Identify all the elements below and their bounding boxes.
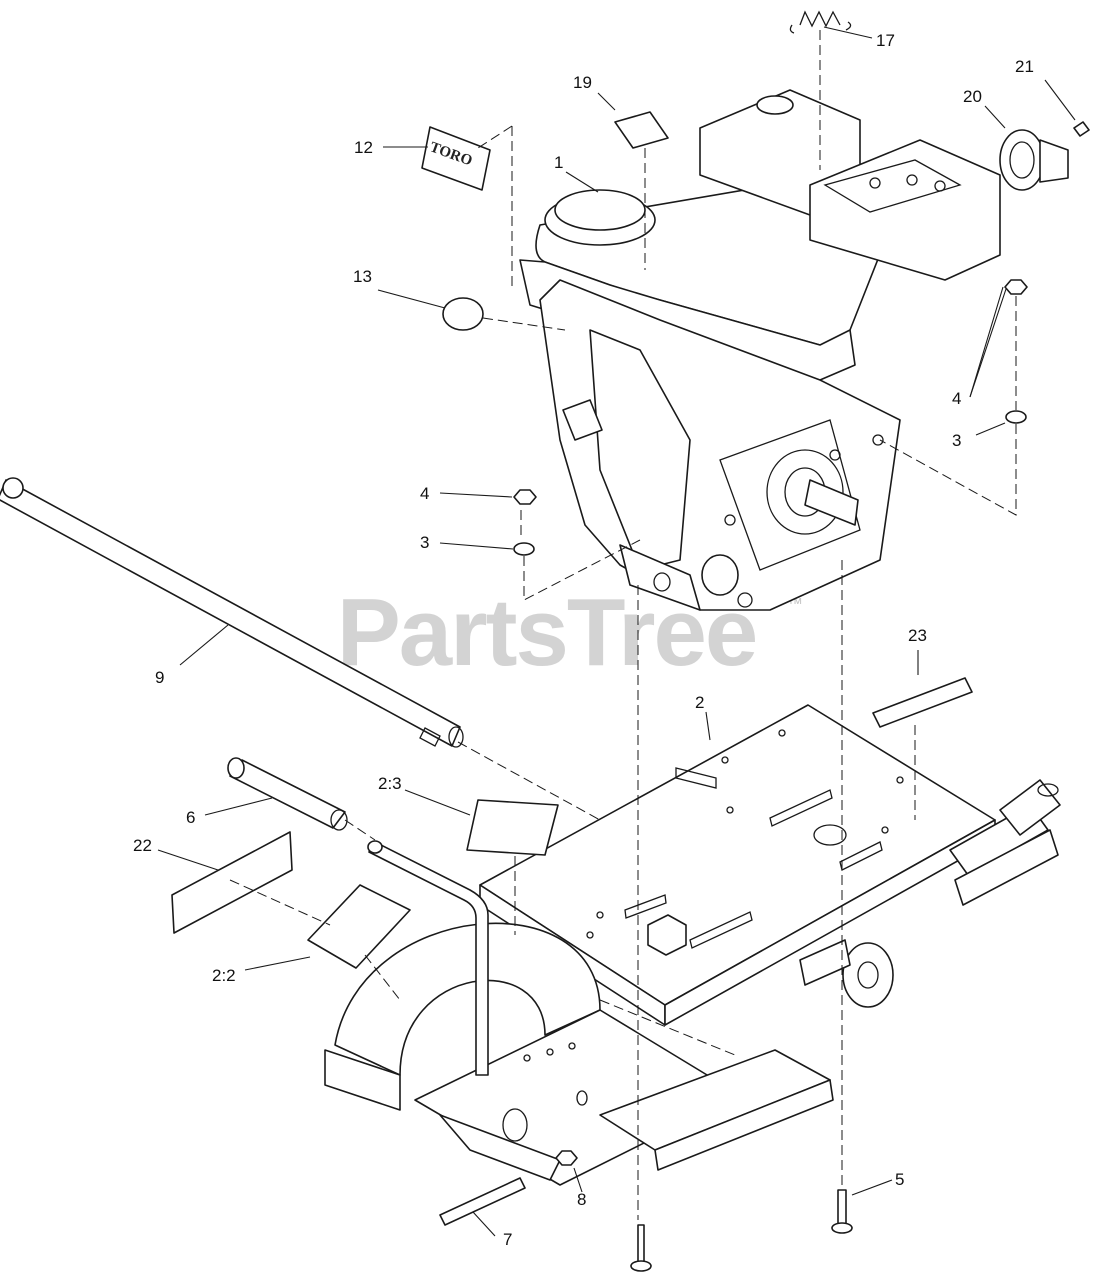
callout-19: 19 <box>573 73 592 92</box>
nut-part-4-right[interactable] <box>1004 279 1028 295</box>
callout-9: 9 <box>155 668 164 687</box>
decal-part-2-2[interactable] <box>307 884 411 969</box>
callout-13: 13 <box>353 267 372 286</box>
callout-3-left: 3 <box>420 533 429 552</box>
callout-5: 5 <box>895 1170 904 1189</box>
callout-2: 2 <box>695 693 704 712</box>
mount-block[interactable] <box>647 914 687 956</box>
callout-8: 8 <box>577 1190 586 1209</box>
callout-20: 20 <box>963 87 982 106</box>
callout-2-3: 2:3 <box>378 774 402 793</box>
nut-part-8[interactable] <box>555 1150 578 1166</box>
flange-part-20[interactable] <box>999 129 1069 191</box>
assembly-lines <box>229 30 1017 1220</box>
callout-21: 21 <box>1015 57 1034 76</box>
callout-7: 7 <box>503 1230 512 1249</box>
decal-part-22[interactable] <box>171 831 293 934</box>
callout-2-2: 2:2 <box>212 966 236 985</box>
axle-bracket[interactable] <box>949 779 1061 906</box>
callout-6: 6 <box>186 808 195 827</box>
spring-part-17[interactable] <box>789 10 852 34</box>
decal-part-19[interactable] <box>614 111 669 149</box>
bolt-part-5-left[interactable] <box>630 1224 652 1272</box>
blade-plate[interactable] <box>599 1049 834 1171</box>
pin-part-7[interactable] <box>439 1177 526 1226</box>
decal-part-2-3[interactable] <box>466 799 559 856</box>
callout-17: 17 <box>876 31 895 50</box>
callout-labels: 1 12 19 13 17 20 21 4 3 4 3 9 2 23 2:3 6… <box>133 31 1034 1249</box>
blade-guard[interactable] <box>324 922 741 1186</box>
callout-4-left: 4 <box>420 484 429 503</box>
callout-4-right: 4 <box>952 389 961 408</box>
callout-12: 12 <box>354 138 373 157</box>
callout-1: 1 <box>554 153 563 172</box>
wheel[interactable] <box>799 939 894 1008</box>
washer-part-3-left[interactable] <box>513 542 535 556</box>
handle-tube[interactable] <box>367 840 489 1076</box>
cap-part-13[interactable] <box>442 297 484 331</box>
callout-leaders <box>157 26 1076 1237</box>
decal-part-23[interactable] <box>872 677 973 728</box>
callout-23: 23 <box>908 626 927 645</box>
bolt-part-5-right[interactable] <box>831 1189 853 1234</box>
decal-toro-part-12[interactable]: TORO <box>421 126 491 191</box>
nut-part-4-left[interactable] <box>513 489 537 505</box>
callout-3-right: 3 <box>952 431 961 450</box>
washer-part-3-right[interactable] <box>1005 410 1027 424</box>
engine[interactable] <box>519 89 1001 611</box>
handle-bar-part-9[interactable] <box>0 477 464 748</box>
pin-part-6[interactable] <box>227 757 348 831</box>
callout-22: 22 <box>133 836 152 855</box>
bolt-part-21[interactable] <box>1073 121 1090 137</box>
